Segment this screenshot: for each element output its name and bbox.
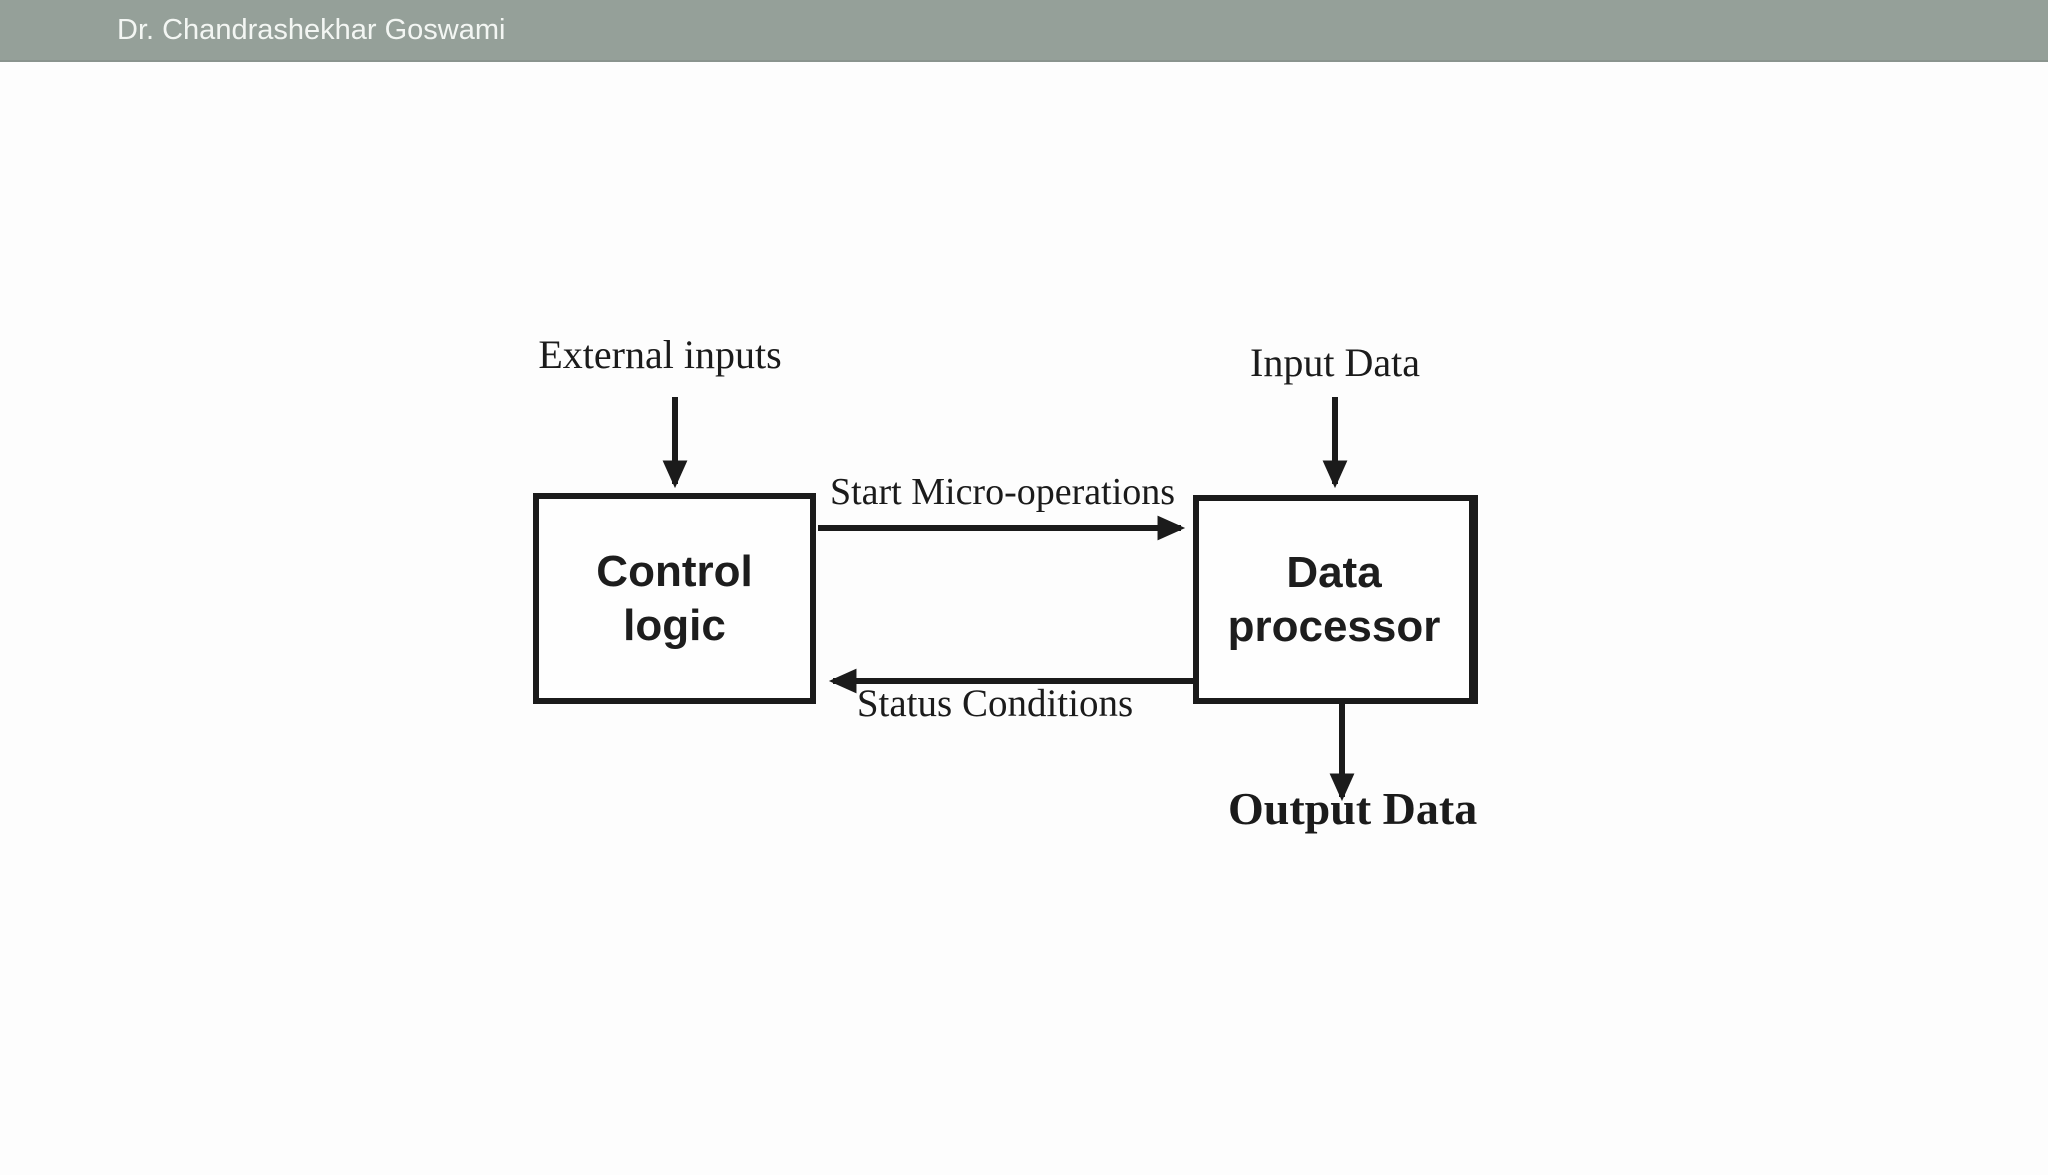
control-logic-box: Control logic [533, 493, 816, 704]
external-inputs-label: External inputs [538, 332, 782, 377]
control-logic-label-line2: logic [623, 600, 726, 650]
output-data-label: Output Data [1228, 783, 1478, 834]
data-processor-label-line1: Data [1286, 547, 1382, 597]
block-diagram: Control logic Data processor External in… [0, 62, 2048, 1175]
input-data-label: Input Data [1250, 340, 1420, 385]
data-processor-label-line2: processor [1227, 601, 1441, 651]
status-conditions-label: Status Conditions [856, 682, 1134, 725]
header-title: Dr. Chandrashekhar Goswami [117, 13, 506, 46]
data-processor-box: Data processor [1193, 495, 1478, 704]
control-logic-label-line1: Control [596, 546, 753, 596]
start-micro-operations-label: Start Micro-operations [829, 471, 1176, 513]
arrows-layer [662, 397, 1355, 802]
header-bar: Dr. Chandrashekhar Goswami [0, 0, 2048, 62]
